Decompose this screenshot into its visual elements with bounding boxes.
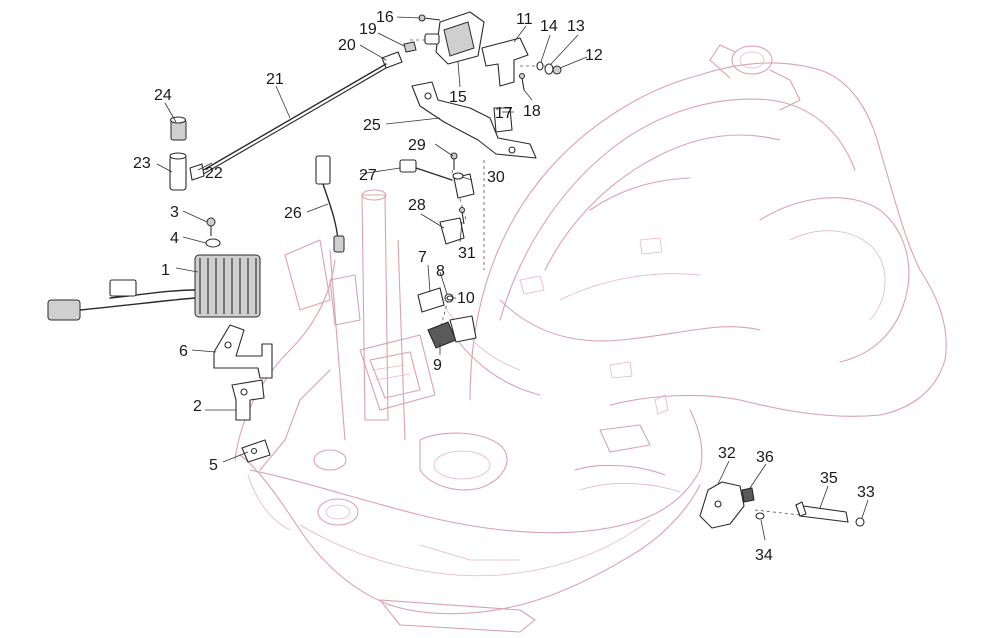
callout-8: 8: [436, 263, 445, 280]
callout-9: 9: [433, 357, 442, 374]
part-19-grommet: [403, 41, 417, 53]
part-30-sensor: [452, 172, 475, 199]
callout-17: 17: [495, 105, 513, 122]
callout-27: 27: [359, 167, 377, 184]
part-26-sensor-cable: [315, 155, 345, 253]
callout-10: 10: [457, 290, 475, 307]
part-28-clip: [439, 217, 465, 245]
part-22-cable-connector: [189, 163, 205, 181]
part-9-connector: [427, 315, 477, 349]
callout-16: 16: [376, 9, 394, 26]
part-11-bracket: [481, 37, 529, 87]
part-25-mounting-plate: [411, 81, 537, 159]
callout-1: 1: [161, 262, 170, 279]
callout-36: 36: [756, 449, 774, 466]
callout-20: 20: [338, 37, 356, 54]
part-23-cap-fitting: [169, 152, 187, 191]
callout-25: 25: [363, 117, 381, 134]
part-16-screw: [418, 14, 441, 22]
callout-26: 26: [284, 205, 302, 222]
part-29-screw: [450, 152, 458, 170]
part-32-bracket: [699, 481, 745, 529]
part-15-starter-relay: [424, 11, 485, 65]
part-5-plate: [241, 439, 271, 463]
callout-13: 13: [567, 18, 585, 35]
part-3-screw: [206, 217, 216, 236]
part-14-washer: [536, 61, 544, 71]
scooter-frame-outline: [234, 44, 947, 633]
callout-31: 31: [458, 245, 476, 262]
part-7-clip: [417, 287, 445, 313]
part-34-washer: [755, 512, 765, 520]
callout-5: 5: [209, 457, 218, 474]
callout-12: 12: [585, 47, 603, 64]
callout-2: 2: [193, 398, 202, 415]
part-35-stud-bracket: [795, 501, 849, 523]
part-18-screw: [519, 73, 525, 91]
part-36-clip: [741, 487, 755, 503]
part-21-cable: [199, 63, 387, 177]
part-2-bracket: [231, 379, 265, 421]
callout-34: 34: [755, 547, 773, 564]
callout-7: 7: [418, 249, 427, 266]
part-1-voltage-regulator: [47, 254, 261, 321]
leader-lines: [156, 16, 869, 541]
callout-labels: 1 2 3 4 5 6 7 8 9 10 11 12 13 14 15 16 1…: [133, 9, 875, 564]
callout-33: 33: [857, 484, 875, 501]
callout-14: 14: [540, 18, 558, 35]
callout-3: 3: [170, 204, 179, 221]
part-4-washer: [205, 238, 221, 248]
callout-29: 29: [408, 137, 426, 154]
callout-18: 18: [523, 103, 541, 120]
callout-19: 19: [359, 21, 377, 38]
part-6-support-bracket: [213, 324, 273, 379]
callout-22: 22: [205, 165, 223, 182]
part-13-washer: [544, 63, 554, 75]
callout-6: 6: [179, 343, 188, 360]
callout-15: 15: [449, 89, 467, 106]
part-31-screw: [459, 207, 465, 225]
callout-28: 28: [408, 197, 426, 214]
part-24-cap: [169, 116, 187, 141]
part-27-connector: [399, 159, 453, 181]
part-20-cable-end: [381, 51, 403, 69]
callout-30: 30: [487, 169, 505, 186]
callout-23: 23: [133, 155, 151, 172]
callout-4: 4: [170, 230, 179, 247]
callout-32: 32: [718, 445, 736, 462]
callout-21: 21: [266, 71, 284, 88]
part-33-nut: [855, 517, 865, 527]
callout-11: 11: [516, 11, 533, 28]
callout-24: 24: [154, 87, 172, 104]
part-17-bracket: [493, 107, 513, 133]
callout-35: 35: [820, 470, 838, 487]
part-12-nut: [552, 65, 562, 75]
